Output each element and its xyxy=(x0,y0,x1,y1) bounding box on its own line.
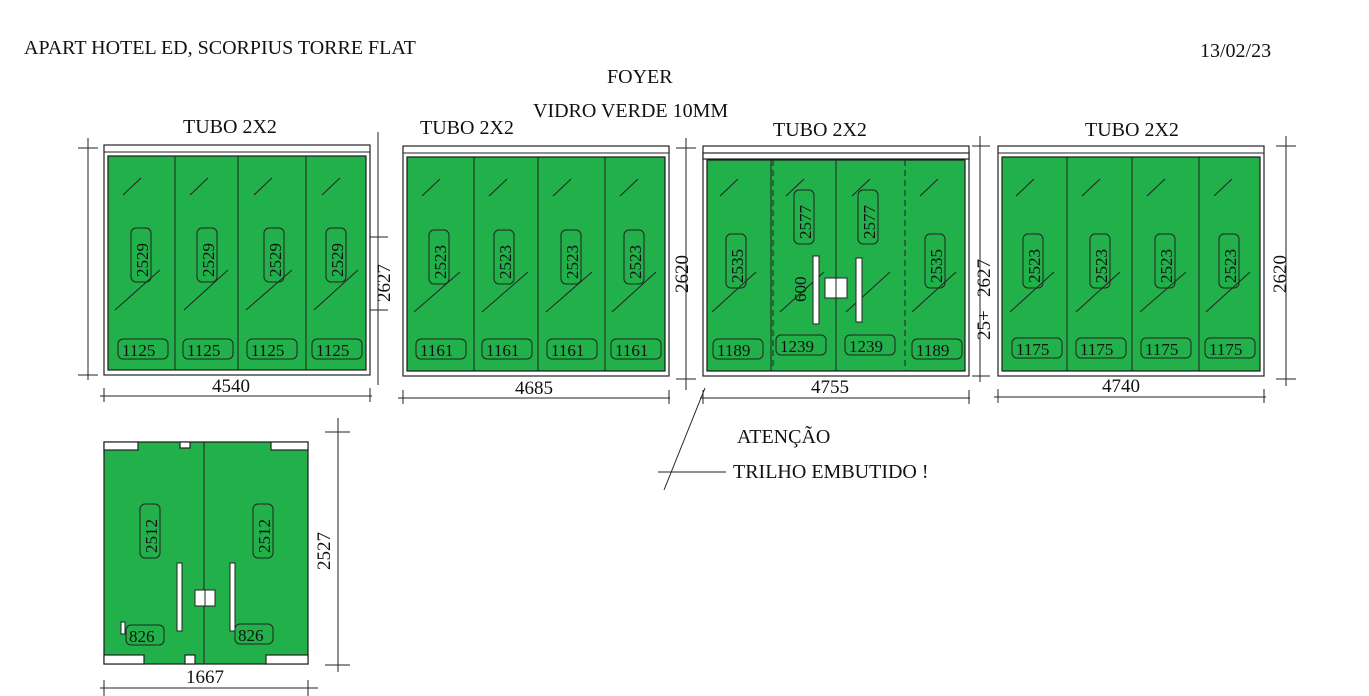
panel-4-height: 2620 xyxy=(1270,255,1291,293)
panel-4-leaf-4-width: 1175 xyxy=(1209,340,1242,359)
panel-2-leaf-4-width: 1161 xyxy=(615,341,648,360)
panel-3-leaf-2-width: 1239 xyxy=(780,337,814,356)
panel-2-leaf-2-height: 2523 xyxy=(496,245,515,279)
door-width: 1667 xyxy=(186,667,224,688)
panel-3-extra: 25+ xyxy=(974,310,995,340)
panel-1-height: 2627 xyxy=(374,264,395,302)
note-line-2: TRILHO EMBUTIDO ! xyxy=(733,461,929,483)
panel-2-leaf-2-width: 1161 xyxy=(486,341,519,360)
panel-2-leaf-3-width: 1161 xyxy=(551,341,584,360)
panel-1-leaf-4-height: 2529 xyxy=(328,243,347,277)
panel-2: TUBO 2X2 2523 2523 2523 2523 1161 1161 1… xyxy=(398,117,696,404)
panel-3-leaf-2-height: 2577 xyxy=(796,205,815,240)
panel-3-leaf-3-width: 1239 xyxy=(849,337,883,356)
glass-spec-label: VIDRO VERDE 10MM xyxy=(533,100,728,122)
panel-3-leaf-1-width: 1189 xyxy=(717,341,750,360)
panel-2-label: TUBO 2X2 xyxy=(420,117,514,139)
project-title: APART HOTEL ED, SCORPIUS TORRE FLAT xyxy=(24,37,416,59)
panel-2-height: 2620 xyxy=(672,255,693,293)
panel-1-leaf-3-height: 2529 xyxy=(266,243,285,277)
panel-4-leaf-1-width: 1175 xyxy=(1016,340,1049,359)
door-leaf-1-width: 826 xyxy=(129,627,155,646)
door-leaf-1-height: 2512 xyxy=(142,519,161,553)
panel-3-width: 4755 xyxy=(811,377,849,398)
panel-2-leaf-4-height: 2523 xyxy=(626,245,645,279)
panel-2-leaf-1-width: 1161 xyxy=(420,341,453,360)
panel-3-leaf-4-height: 2535 xyxy=(927,249,946,283)
panel-1-leaf-1-height: 2529 xyxy=(133,243,152,277)
panel-4-leaf-1-height: 2523 xyxy=(1025,249,1044,283)
door-height: 2527 xyxy=(314,532,335,570)
panel-3: TUBO 2X2 600 2535 2577 2577 2535 1189 xyxy=(700,119,995,404)
door-panel: 2512 2512 826 826 1667 2527 xyxy=(100,418,350,696)
panel-2-leaf-3-height: 2523 xyxy=(563,245,582,279)
date-label: 13/02/23 xyxy=(1200,40,1271,62)
panel-1-leaf-2-height: 2529 xyxy=(199,243,218,277)
attention-note: ATENÇÃO TRILHO EMBUTIDO ! xyxy=(658,387,929,491)
panel-3-leaf-3-height: 2577 xyxy=(860,205,879,240)
handle-height: 600 xyxy=(791,277,810,303)
panel-4-width: 4740 xyxy=(1102,376,1140,397)
panel-2-leaf-1-height: 2523 xyxy=(431,245,450,279)
panel-2-width: 4685 xyxy=(515,378,553,399)
door-leaf-2-height: 2512 xyxy=(255,519,274,553)
panel-3-leaf-1-height: 2535 xyxy=(728,249,747,283)
panel-4-label: TUBO 2X2 xyxy=(1085,119,1179,141)
panel-4-leaf-2-width: 1175 xyxy=(1080,340,1113,359)
panel-4: TUBO 2X2 2523 2523 2523 2523 1175 1175 1… xyxy=(994,119,1296,403)
panel-1-leaf-1-width: 1125 xyxy=(122,341,155,360)
room-label: FOYER xyxy=(607,66,673,88)
panel-1-leaf-3-width: 1125 xyxy=(251,341,284,360)
panel-1-leaf-2-width: 1125 xyxy=(187,341,220,360)
note-line-1: ATENÇÃO xyxy=(737,424,830,448)
panel-3-leaf-4-width: 1189 xyxy=(916,341,949,360)
panel-4-leaf-3-height: 2523 xyxy=(1157,249,1176,283)
panel-3-height: 2627 xyxy=(974,259,995,297)
panel-1-width: 4540 xyxy=(212,376,250,397)
panel-1-leaf-4-width: 1125 xyxy=(316,341,349,360)
panel-3-label: TUBO 2X2 xyxy=(773,119,867,141)
door-leaf-2-width: 826 xyxy=(238,626,264,645)
panel-4-leaf-3-width: 1175 xyxy=(1145,340,1178,359)
panel-1-label: TUBO 2X2 xyxy=(183,116,277,138)
panel-1: TUBO 2X2 2529 2529 2529 2529 1125 1125 1… xyxy=(78,116,395,402)
panel-4-leaf-2-height: 2523 xyxy=(1092,249,1111,283)
panel-4-leaf-4-height: 2523 xyxy=(1221,249,1240,283)
